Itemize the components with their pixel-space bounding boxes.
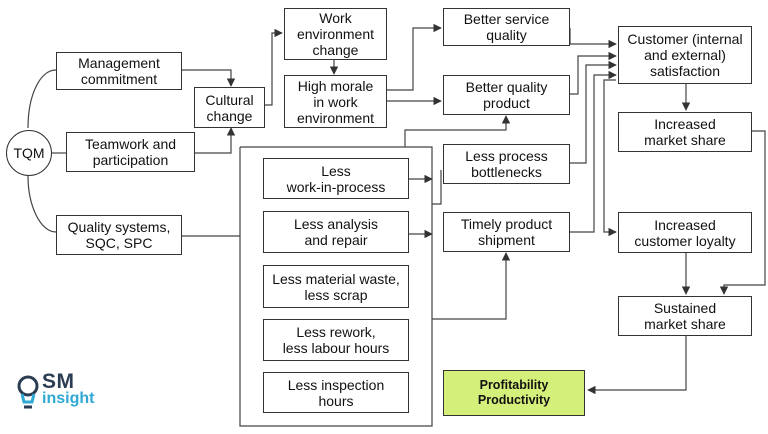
connector [719, 130, 766, 295]
connector [570, 60, 617, 164]
connector [570, 70, 617, 233]
quality-systems-node: Quality systems, SQC, SPC [56, 215, 182, 255]
tqm-node: TQM [6, 130, 52, 176]
profitability-productivity-node: Profitability Productivity [443, 370, 585, 416]
logo-text-insight: insight [42, 390, 95, 407]
cultural-change-node: Cultural change [194, 87, 265, 128]
less-rework-node: Less rework, less labour hours [263, 319, 409, 361]
connector [404, 115, 511, 147]
connector [239, 146, 433, 427]
customer-satisfaction-node: Customer (internal and external) satisfa… [618, 26, 752, 84]
better-product-node: Better quality product [443, 75, 570, 115]
connector [182, 69, 236, 87]
less-analysis-node: Less analysis and repair [263, 211, 409, 253]
connector [27, 175, 57, 233]
better-service-node: Better service quality [443, 8, 570, 46]
less-inspection-node: Less inspection hours [263, 372, 409, 413]
increased-customer-loyalty-node: Increased customer loyalty [618, 212, 752, 253]
high-morale-node: High morale in work environment [284, 75, 387, 128]
connector [27, 69, 57, 129]
connector [195, 127, 236, 154]
management-commitment-node: Management commitment [56, 52, 182, 90]
connector [570, 51, 617, 95]
sm-insight-logo: SM insight [16, 366, 96, 418]
connector [569, 28, 617, 49]
less-waste-node: Less material waste, less scrap [263, 265, 409, 308]
connector [587, 336, 687, 395]
increased-market-share-node: Increased market share [618, 112, 752, 152]
timely-shipment-node: Timely product shipment [443, 212, 570, 252]
connector [265, 28, 283, 106]
logo-text-sm: SM [42, 370, 75, 393]
less-wip-node: Less work-in-process [263, 158, 409, 199]
connector [432, 252, 511, 320]
work-environment-change-node: Work environment change [284, 8, 387, 60]
lightbulb-icon [17, 375, 39, 409]
teamwork-node: Teamwork and participation [66, 132, 195, 172]
sustained-market-share-node: Sustained market share [618, 296, 752, 336]
connector [603, 79, 617, 237]
connector [432, 170, 442, 205]
connector [387, 23, 442, 91]
less-bottlenecks-node: Less process bottlenecks [443, 144, 570, 184]
